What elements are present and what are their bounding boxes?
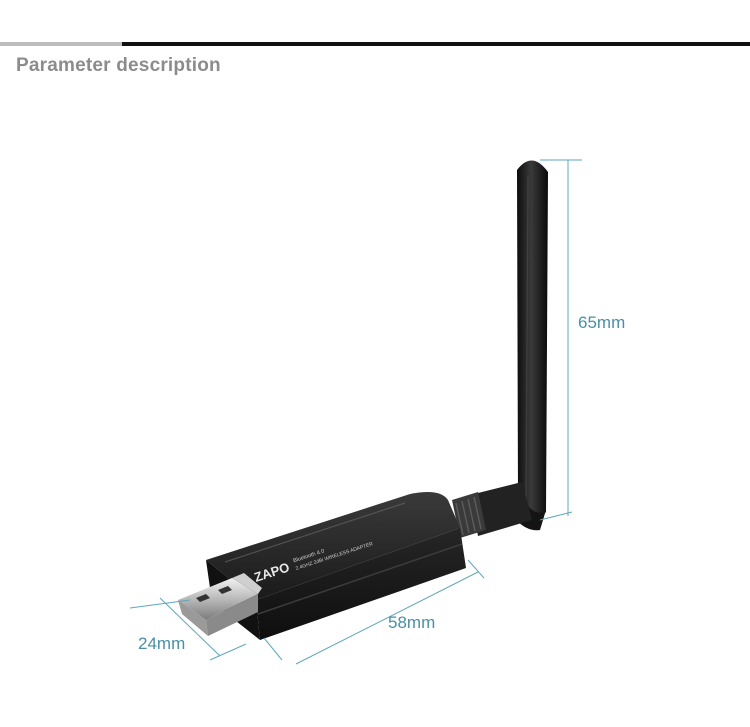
length-dimension-label: 58mm: [388, 613, 436, 632]
height-dimension-label: 65mm: [578, 313, 626, 332]
header-rule-dark: [122, 42, 750, 46]
antenna-hinge: [452, 482, 532, 538]
width-dimension-label: 24mm: [138, 634, 186, 653]
dimension-lines: [129, 159, 582, 665]
width-dimension-bottom-tick: [209, 643, 247, 661]
header-rule-light: [0, 42, 122, 46]
antenna: [516, 160, 548, 531]
usb-plug: [178, 573, 262, 636]
width-dimension-line: [159, 597, 221, 657]
length-dimension-left-tick: [263, 637, 283, 661]
section-title: Parameter description: [16, 55, 221, 76]
width-dimension-top-tick: [129, 599, 191, 609]
length-dimension-line: [295, 571, 479, 665]
height-dimension-bottom-tick: [539, 511, 573, 521]
length-dimension-right-tick: [467, 559, 485, 579]
